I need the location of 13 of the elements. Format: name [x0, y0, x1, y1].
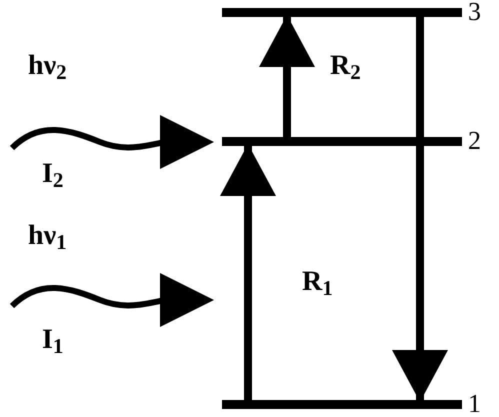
transition-arrow: [392, 17, 448, 402]
photon-label: I$_{2}$: [42, 160, 64, 188]
energy-level: [222, 137, 462, 146]
level-number: 2: [468, 128, 481, 154]
photon-label: I$_{1}$: [42, 326, 64, 354]
level-number: 1: [468, 391, 481, 417]
energy-level: [222, 400, 462, 409]
photon-label: hν$_{2}$: [28, 52, 67, 80]
transition-arrow: [220, 144, 276, 400]
level-number: 3: [468, 0, 481, 25]
transition-arrow: [259, 15, 315, 137]
energy-level: [222, 8, 462, 17]
photon-label: hν$_{1}$: [28, 222, 67, 250]
